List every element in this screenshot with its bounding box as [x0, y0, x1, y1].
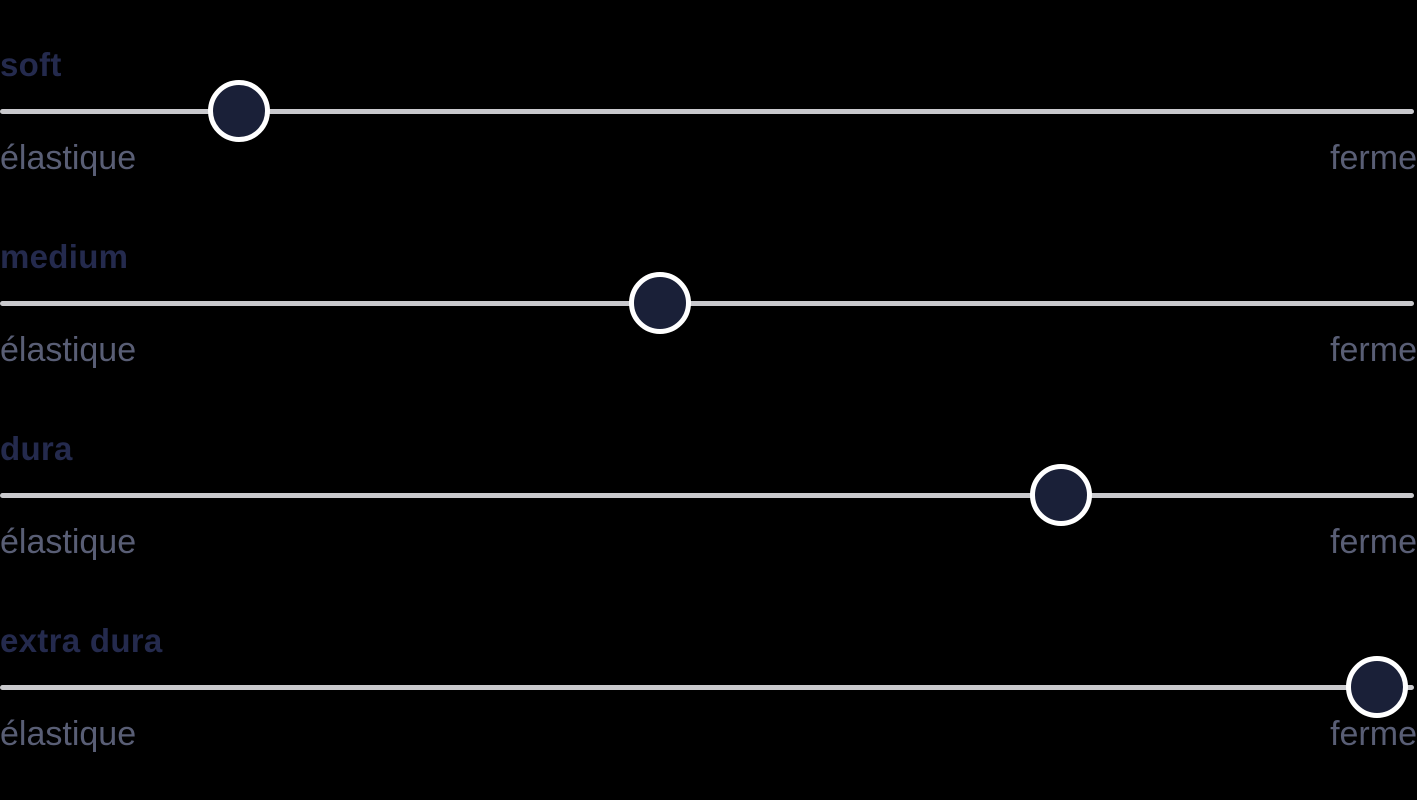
slider-track[interactable] [0, 656, 1414, 718]
slider-scale-labels: élastique ferme [0, 717, 1417, 751]
slider-knob[interactable] [207, 80, 270, 142]
slider-knob[interactable] [1029, 464, 1092, 526]
slider-max-label: ferme [1330, 139, 1417, 177]
firmness-slider-dura: dura élastique ferme [0, 384, 1417, 576]
slider-title: dura [0, 430, 73, 467]
slider-scale-labels: élastique ferme [0, 141, 1417, 175]
slider-min-label: élastique [0, 715, 137, 753]
slider-title: soft [0, 46, 62, 83]
slider-max-label: ferme [1330, 715, 1417, 753]
slider-title: extra dura [0, 622, 163, 659]
slider-min-label: élastique [0, 523, 137, 561]
slider-max-label: ferme [1330, 523, 1417, 561]
slider-min-label: élastique [0, 139, 137, 177]
slider-knob[interactable] [1346, 656, 1409, 718]
slider-knob[interactable] [629, 272, 692, 334]
slider-scale-labels: élastique ferme [0, 525, 1417, 559]
slider-scale-labels: élastique ferme [0, 333, 1417, 367]
firmness-slider-medium: medium élastique ferme [0, 192, 1417, 384]
slider-min-label: élastique [0, 331, 137, 369]
slider-track[interactable] [0, 464, 1414, 526]
firmness-slider-extra-dura: extra dura élastique ferme [0, 576, 1417, 768]
slider-max-label: ferme [1330, 331, 1417, 369]
firmness-slider-soft: soft élastique ferme [0, 0, 1417, 192]
slider-title: medium [0, 238, 129, 275]
slider-track[interactable] [0, 80, 1414, 142]
slider-track[interactable] [0, 272, 1414, 334]
